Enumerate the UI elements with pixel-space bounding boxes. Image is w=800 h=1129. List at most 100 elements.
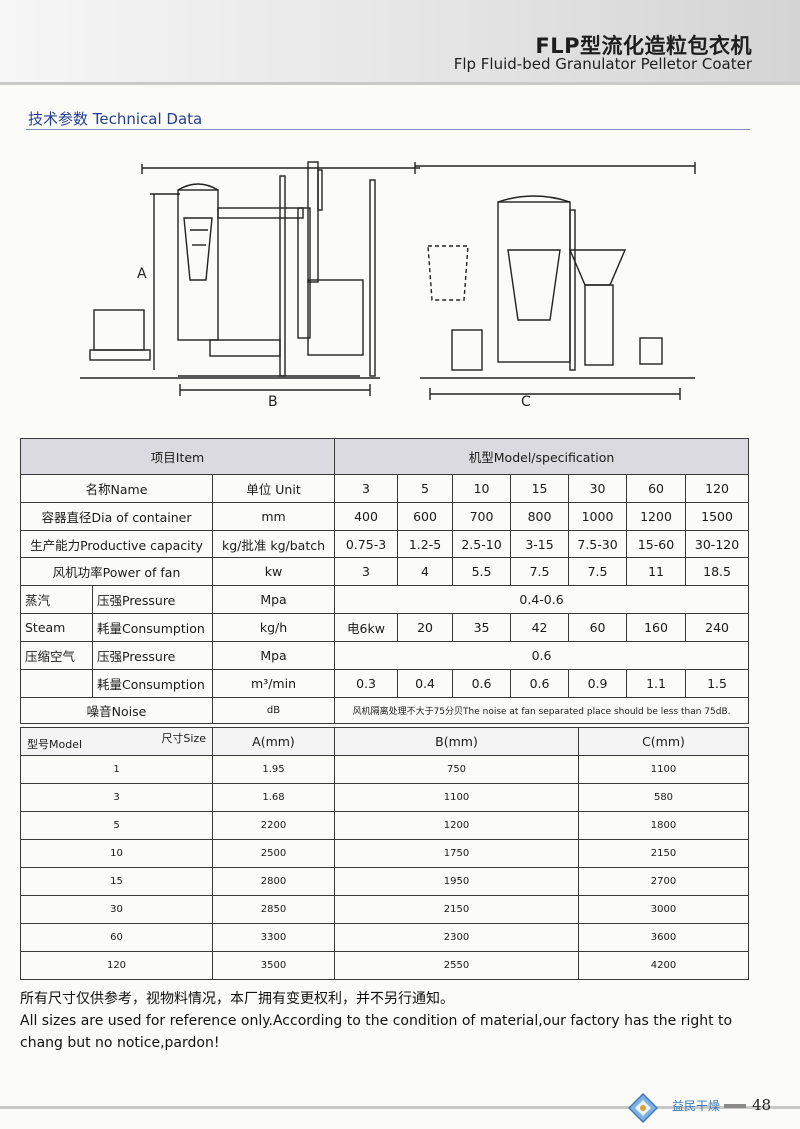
model-cell: 120 (685, 474, 750, 503)
air-label-cn: 压缩空气 (20, 641, 93, 670)
page-header (0, 0, 800, 82)
dia-cell: 400 (334, 502, 399, 531)
noise-label: 噪音Noise (20, 697, 213, 724)
steam-cell: 电6kw (334, 613, 399, 642)
air-cell: 0.4 (397, 669, 454, 698)
size-b: 1200 (334, 811, 579, 840)
size-b: 2300 (334, 923, 579, 952)
section-title: 技术参数 Technical Data (28, 110, 203, 128)
steam-consumption-unit: kg/h (211, 613, 336, 642)
disclaimer-cn: 所有尺寸仅供参考，视物料情况，本厂拥有变更权利，并不另行通知。 (20, 991, 454, 1007)
steam-pressure-row: 蒸汽 压强Pressure Mpa 0.4-0.6 (20, 585, 750, 614)
size-model: 120 (20, 951, 213, 980)
footer-dash (724, 1104, 746, 1108)
size-c: 580 (578, 783, 749, 812)
capacity-cell: 30-120 (685, 530, 750, 558)
air-cell: 0.6 (452, 669, 512, 698)
size-row: 60 3300 2300 3600 (20, 923, 749, 952)
capacity-cell: 7.5-30 (568, 530, 628, 558)
steam-label-cn: 蒸汽 (20, 585, 93, 614)
col-c-header: C(mm) (578, 727, 749, 756)
size-c: 4200 (578, 951, 749, 980)
page-number: 48 (752, 1096, 772, 1114)
capacity-cell: 1.2-5 (397, 530, 454, 558)
size-b: 1100 (334, 783, 579, 812)
fan-cell: 18.5 (685, 557, 750, 586)
section-underline (26, 129, 750, 130)
steam-pressure-value: 0.4-0.6 (334, 585, 750, 614)
steam-label-en: Steam (20, 613, 93, 642)
steam-cell: 42 (510, 613, 570, 642)
size-model: 3 (20, 783, 213, 812)
noise-unit: dB (211, 697, 336, 724)
dia-cell: 700 (452, 502, 512, 531)
size-b: 1750 (334, 839, 579, 868)
product-title-cn: FLP型流化造粒包衣机 (535, 34, 752, 58)
dia-unit: mm (211, 502, 336, 531)
air-cell: 0.6 (510, 669, 570, 698)
size-row: 3 1.68 1100 580 (20, 783, 749, 812)
size-a: 2800 (212, 867, 335, 896)
size-model: 30 (20, 895, 213, 924)
dia-cell: 800 (510, 502, 570, 531)
model-label: 型号Model (27, 738, 83, 751)
size-a: 1.68 (212, 783, 335, 812)
size-b: 2150 (334, 895, 579, 924)
fan-cell: 7.5 (510, 557, 570, 586)
size-model: 5 (20, 811, 213, 840)
steam-pressure-label: 压强Pressure (92, 585, 213, 614)
size-c: 1100 (578, 755, 749, 784)
dia-cell: 1500 (685, 502, 750, 531)
air-pressure-label: 压强Pressure (92, 641, 213, 670)
steam-pressure-unit: Mpa (211, 585, 336, 614)
dimension-label-a: A (137, 266, 147, 282)
technical-spec-table: 项目Item 机型Model/specification 名称Name 单位 U… (19, 438, 750, 724)
size-row: 5 2200 1200 1800 (20, 811, 749, 840)
dia-cell: 1200 (626, 502, 687, 531)
size-c: 2700 (578, 867, 749, 896)
dia-cell: 600 (397, 502, 454, 531)
fan-cell: 3 (334, 557, 399, 586)
air-consumption-unit: m³/min (211, 669, 336, 698)
capacity-row: 生产能力Productive capacity kg/批准 kg/batch 0… (20, 530, 750, 558)
fan-cell: 5.5 (452, 557, 512, 586)
air-pressure-value: 0.6 (334, 641, 750, 670)
capacity-cell: 3-15 (510, 530, 570, 558)
model-cell: 15 (510, 474, 570, 503)
size-model: 1 (20, 755, 213, 784)
steam-cell: 60 (568, 613, 628, 642)
capacity-cell: 15-60 (626, 530, 687, 558)
size-row: 1 1.95 750 1100 (20, 755, 749, 784)
table-header-row: 项目Item 机型Model/specification (19, 438, 750, 475)
col-a-header: A(mm) (212, 727, 335, 756)
air-cell: 1.5 (685, 669, 750, 698)
model-header: 机型Model/specification (334, 438, 750, 475)
size-a: 2850 (212, 895, 335, 924)
size-row: 30 2850 2150 3000 (20, 895, 749, 924)
model-size-header: 型号Model 尺寸Size (20, 727, 213, 756)
product-title-en: Flp Fluid-bed Granulator Pelletor Coater (453, 55, 752, 73)
steam-cell: 160 (626, 613, 687, 642)
size-c: 2150 (578, 839, 749, 868)
size-row: 120 3500 2550 4200 (20, 951, 749, 980)
air-pressure-unit: Mpa (211, 641, 336, 670)
dia-cell: 1000 (568, 502, 628, 531)
model-cell: 5 (397, 474, 454, 503)
col-b-header: B(mm) (334, 727, 579, 756)
air-consumption-label: 耗量Consumption (92, 669, 213, 698)
noise-value: 风机隔离处理不大于75分贝The noise at fan separated … (334, 697, 750, 724)
disclaimer-en: All sizes are used for reference only.Ac… (20, 1013, 733, 1051)
air-cell: 1.1 (626, 669, 687, 698)
fan-row: 风机功率Power of fan kw 3 4 5.5 7.5 7.5 11 1… (20, 557, 750, 586)
steam-consumption-row: Steam 耗量Consumption kg/h 电6kw 20 35 42 6… (20, 613, 750, 642)
capacity-cell: 0.75-3 (334, 530, 399, 558)
disclaimer-note: 所有尺寸仅供参考，视物料情况，本厂拥有变更权利，并不另行通知。 All size… (20, 988, 770, 1054)
header-divider (0, 82, 800, 85)
dia-label: 容器直径Dia of container (20, 502, 213, 531)
size-model: 60 (20, 923, 213, 952)
steam-cell: 35 (452, 613, 512, 642)
size-a: 2200 (212, 811, 335, 840)
model-cell: 3 (334, 474, 399, 503)
size-label: 尺寸Size (161, 732, 206, 745)
steam-cell: 240 (685, 613, 750, 642)
